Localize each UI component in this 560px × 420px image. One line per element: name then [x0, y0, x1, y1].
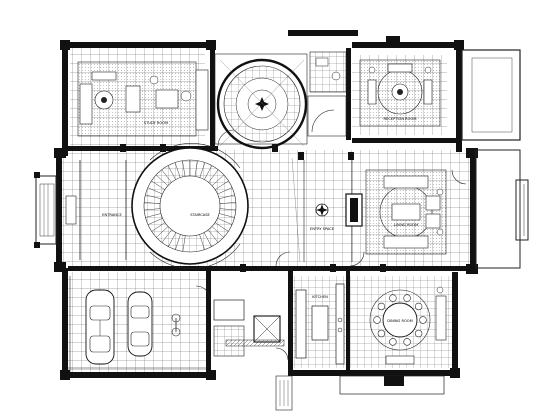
- reception-room: RECEPTION ROOM: [359, 59, 441, 127]
- bicycle: [171, 313, 181, 337]
- dining-chair: [414, 329, 423, 338]
- stair-tread: [151, 180, 165, 190]
- stair-tread: [199, 234, 205, 250]
- dining-room: DINING ROOM: [369, 286, 447, 365]
- room-label-study: STUDY ROOM: [144, 121, 168, 125]
- stair-tread: [175, 234, 181, 250]
- stair-tread: [219, 194, 235, 199]
- exterior-walls: [56, 30, 476, 378]
- stair-tread: [211, 226, 224, 238]
- service-core: [213, 299, 293, 411]
- dining-chair: [414, 302, 423, 311]
- room-label-staircase: STAIRCASE: [190, 213, 210, 217]
- stair-tread: [151, 222, 166, 232]
- entrance-porch: [34, 172, 57, 248]
- stair-tread: [208, 169, 219, 183]
- dining-chair: [389, 294, 397, 302]
- kitchen: KITCHEN: [295, 283, 345, 365]
- stair-tread: [217, 187, 233, 195]
- stair-tread: [144, 202, 161, 204]
- rotunda: [214, 53, 308, 150]
- stair-tread: [199, 162, 206, 178]
- stair-tread: [182, 235, 186, 252]
- dining-chair: [389, 338, 397, 346]
- dining-chair: [403, 294, 411, 302]
- powder-room: [307, 51, 347, 137]
- door-swings: [195, 129, 467, 361]
- room-label-dining: DINING ROOM: [387, 319, 412, 323]
- dining-chair: [403, 338, 411, 346]
- stair-tread: [194, 160, 198, 177]
- south-bay: [339, 375, 445, 395]
- stair-tread: [147, 217, 163, 225]
- stair-tread: [145, 213, 162, 218]
- dining-chair: [377, 329, 386, 338]
- car-1: [85, 289, 115, 365]
- stair-tread: [218, 213, 235, 218]
- stair-tread: [161, 229, 172, 243]
- stair-tread: [156, 226, 169, 238]
- entrance-hall: ENTRANCE: [65, 160, 127, 260]
- stair-tread: [182, 160, 186, 177]
- stair-tread: [203, 232, 212, 247]
- stair-tread: [204, 165, 213, 180]
- stair-tread: [144, 208, 161, 211]
- study-room: STUDY ROOM: [77, 61, 209, 137]
- stair-tread: [167, 165, 176, 180]
- garage: [68, 276, 206, 372]
- east-terrace: [461, 49, 529, 269]
- stair-tread: [208, 229, 219, 243]
- structural-columns: [54, 36, 478, 380]
- stair-tread: [145, 194, 161, 199]
- stair-tread: [219, 208, 236, 211]
- stair-tread: [155, 174, 169, 186]
- room-label-living: LIVING ROOM: [394, 223, 418, 227]
- car-2: [127, 291, 153, 357]
- stair-tread: [215, 180, 229, 190]
- room-label-entry-space: ENTRY SPACE: [310, 227, 335, 231]
- staircase: STAIRCASE: [131, 143, 249, 269]
- stair-tread: [211, 174, 225, 186]
- stair-tread: [147, 187, 163, 195]
- room-label-entrance: ENTRANCE: [102, 213, 122, 217]
- stair-tread: [217, 217, 233, 225]
- dining-chair: [377, 302, 386, 311]
- dining-chair: [419, 316, 427, 324]
- room-label-reception: RECEPTION ROOM: [384, 117, 417, 121]
- room-label-kitchen: KITCHEN: [312, 295, 328, 299]
- stair-tread: [219, 202, 236, 204]
- stair-tread: [214, 222, 229, 232]
- stair-tread: [161, 169, 172, 183]
- dining-chair: [373, 316, 381, 324]
- stair-tread: [174, 162, 181, 178]
- stair-tread: [168, 232, 177, 247]
- living-room: LIVING ROOM: [345, 169, 447, 255]
